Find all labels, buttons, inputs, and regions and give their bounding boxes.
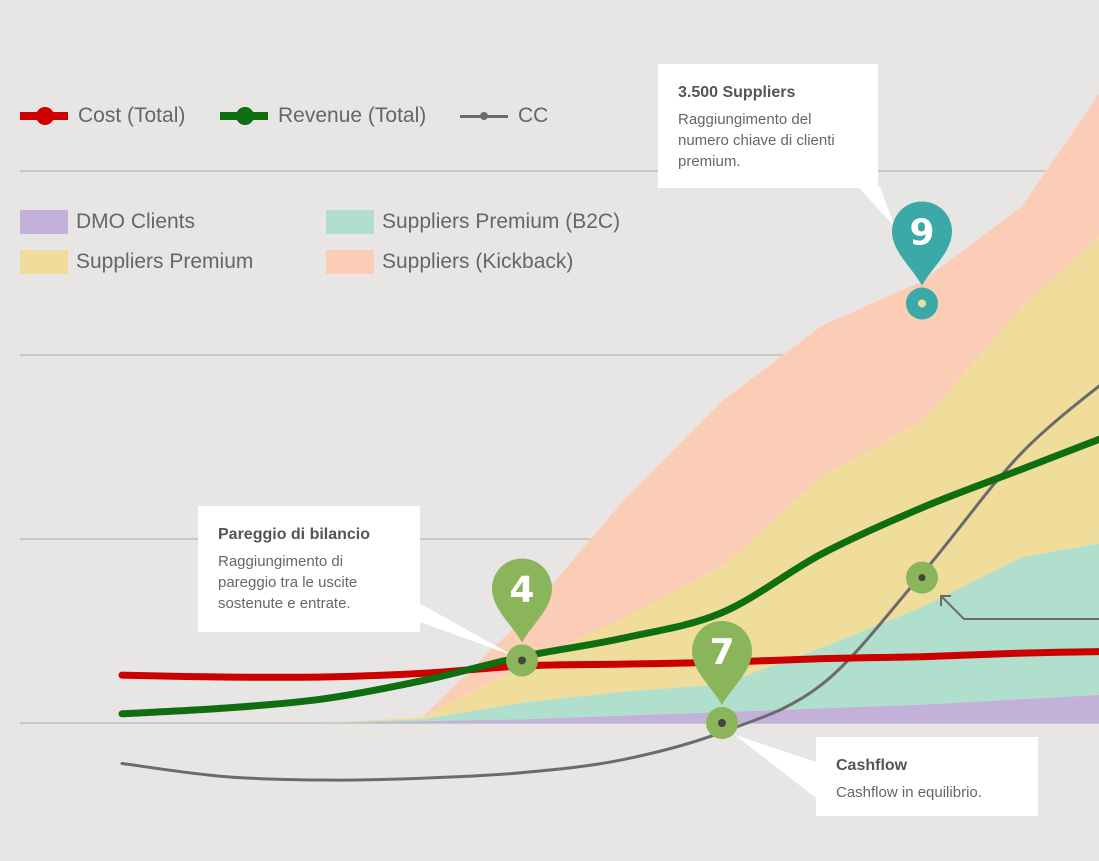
- legend-cc-symbol: [460, 106, 508, 126]
- milestone-pin-4: 4: [492, 558, 552, 677]
- line-cost-total: [118, 648, 1099, 681]
- line-revenue-total: [118, 435, 1099, 718]
- legend-swatch-kickback: [326, 250, 374, 274]
- legend-item-cost-total: Cost (Total): [20, 104, 185, 128]
- milestone-pin-7: 7: [692, 621, 752, 739]
- callout-pareggio-title: Pareggio di bilancio: [218, 526, 371, 543]
- pin-shape: [492, 558, 552, 643]
- legend-kickback-label: Suppliers (Kickback): [382, 250, 574, 273]
- line-cc: [120, 384, 1099, 782]
- milestone-pins: 4 7 9: [492, 201, 952, 739]
- pin-center-dot: [918, 299, 926, 308]
- pointer-pareggio: [410, 598, 514, 656]
- legend-dmo-label: DMO Clients: [76, 210, 196, 233]
- legend-item-suppliers-premium-b2c: Suppliers Premium (B2C): [326, 210, 620, 234]
- callout-suppliers: 3.500 Suppliers Raggiungimento del numer…: [658, 64, 878, 188]
- legend-item-suppliers-kickback: Suppliers (Kickback): [326, 250, 573, 274]
- legend-revenue-symbol: [220, 106, 268, 126]
- area-dmo-clients: [122, 694, 1099, 723]
- milestone-pin-9: 9: [892, 201, 952, 320]
- cc-point-dot: [918, 574, 926, 582]
- callout-suppliers-text: Raggiungimento del numero chiave di clie…: [678, 111, 835, 170]
- pin-shape: [692, 621, 752, 705]
- pin-center-dot: [518, 656, 526, 665]
- legend-swatch-premium: [20, 250, 68, 274]
- legend-cost-symbol: [20, 106, 68, 126]
- legend-item-revenue-total: Revenue (Total): [220, 104, 426, 128]
- callout-suppliers-title: 3.500 Suppliers: [678, 84, 796, 101]
- legend-item-cc: CC: [460, 104, 548, 128]
- legend-cost-label: Cost (Total): [78, 104, 186, 127]
- callout-pareggio: Pareggio di bilancio Raggiungimento di p…: [198, 506, 420, 632]
- legend-revenue-label: Revenue (Total): [278, 104, 427, 127]
- area-suppliers-kickback: [122, 94, 1099, 723]
- area-suppliers-premium: [122, 236, 1099, 723]
- point-markers: [906, 561, 1099, 620]
- pin-center-dot: [718, 719, 726, 727]
- pin-shape: [892, 201, 952, 286]
- callout-cashflow-text: Cashflow in equilibrio.: [836, 784, 982, 801]
- pointer-suppliers: [858, 187, 895, 227]
- callout-pareggio-text: Raggiungimento di pareggio tra le uscite…: [218, 553, 358, 612]
- callout-cashflow-title: Cashflow: [836, 757, 908, 774]
- connector-arrow-head: [940, 595, 951, 606]
- pin-number: 9: [909, 212, 934, 253]
- pin-number: 4: [509, 569, 534, 610]
- legend-item-suppliers-premium: Suppliers Premium: [20, 250, 253, 274]
- connector-arrow: [940, 595, 1099, 620]
- pin-number: 7: [709, 632, 734, 673]
- legend-b2c-label: Suppliers Premium (B2C): [382, 210, 621, 233]
- legend-swatch-b2c: [326, 210, 374, 234]
- legend-item-dmo-clients: DMO Clients: [20, 210, 195, 234]
- area-suppliers-premium-b2c: [122, 543, 1099, 723]
- stacked-areas: [122, 94, 1099, 723]
- series-lines: [118, 384, 1099, 782]
- pointer-cashflow: [735, 735, 816, 798]
- legend-swatch-dmo: [20, 210, 68, 234]
- legend-cc-label: CC: [518, 104, 549, 127]
- legend-premium-label: Suppliers Premium: [76, 250, 254, 273]
- callout-cashflow: Cashflow Cashflow in equilibrio.: [816, 737, 1038, 816]
- callout-pointers: [410, 187, 895, 798]
